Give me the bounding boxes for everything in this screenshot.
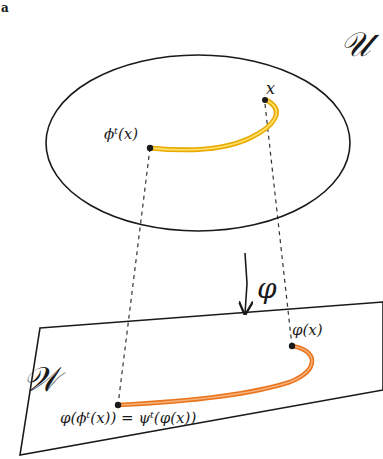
manifold-ellipse <box>46 55 350 231</box>
region-name: 𝒲 <box>23 362 59 396</box>
plane-outline <box>15 300 383 459</box>
trajectory-curve <box>150 100 276 150</box>
image-trajectory-curve <box>118 346 312 405</box>
manifold-outline <box>40 25 370 235</box>
point-dot <box>289 343 295 349</box>
point-dot <box>115 402 121 408</box>
target-plane: 𝒲 <box>15 300 383 459</box>
map-name: φ <box>257 274 277 305</box>
manifold-region: 𝒰 <box>40 25 370 235</box>
math-label: φ(ϕᵗ(x)) = ψᵗ(φ(x)) <box>60 410 196 427</box>
point-dot <box>147 145 153 151</box>
image-trajectory-highlight <box>118 346 312 405</box>
math-label: x <box>266 80 275 98</box>
plane-polygon <box>20 302 383 455</box>
math-label: a <box>1 2 9 15</box>
map-arrow <box>245 253 247 314</box>
projection-dash <box>118 148 150 405</box>
math-label: φ(x) <box>292 322 323 339</box>
math-label: ϕᵗ(x) <box>104 126 138 143</box>
trajectory-highlight <box>150 100 276 150</box>
region-name: 𝒰 <box>340 27 371 61</box>
point-dot <box>262 97 268 103</box>
